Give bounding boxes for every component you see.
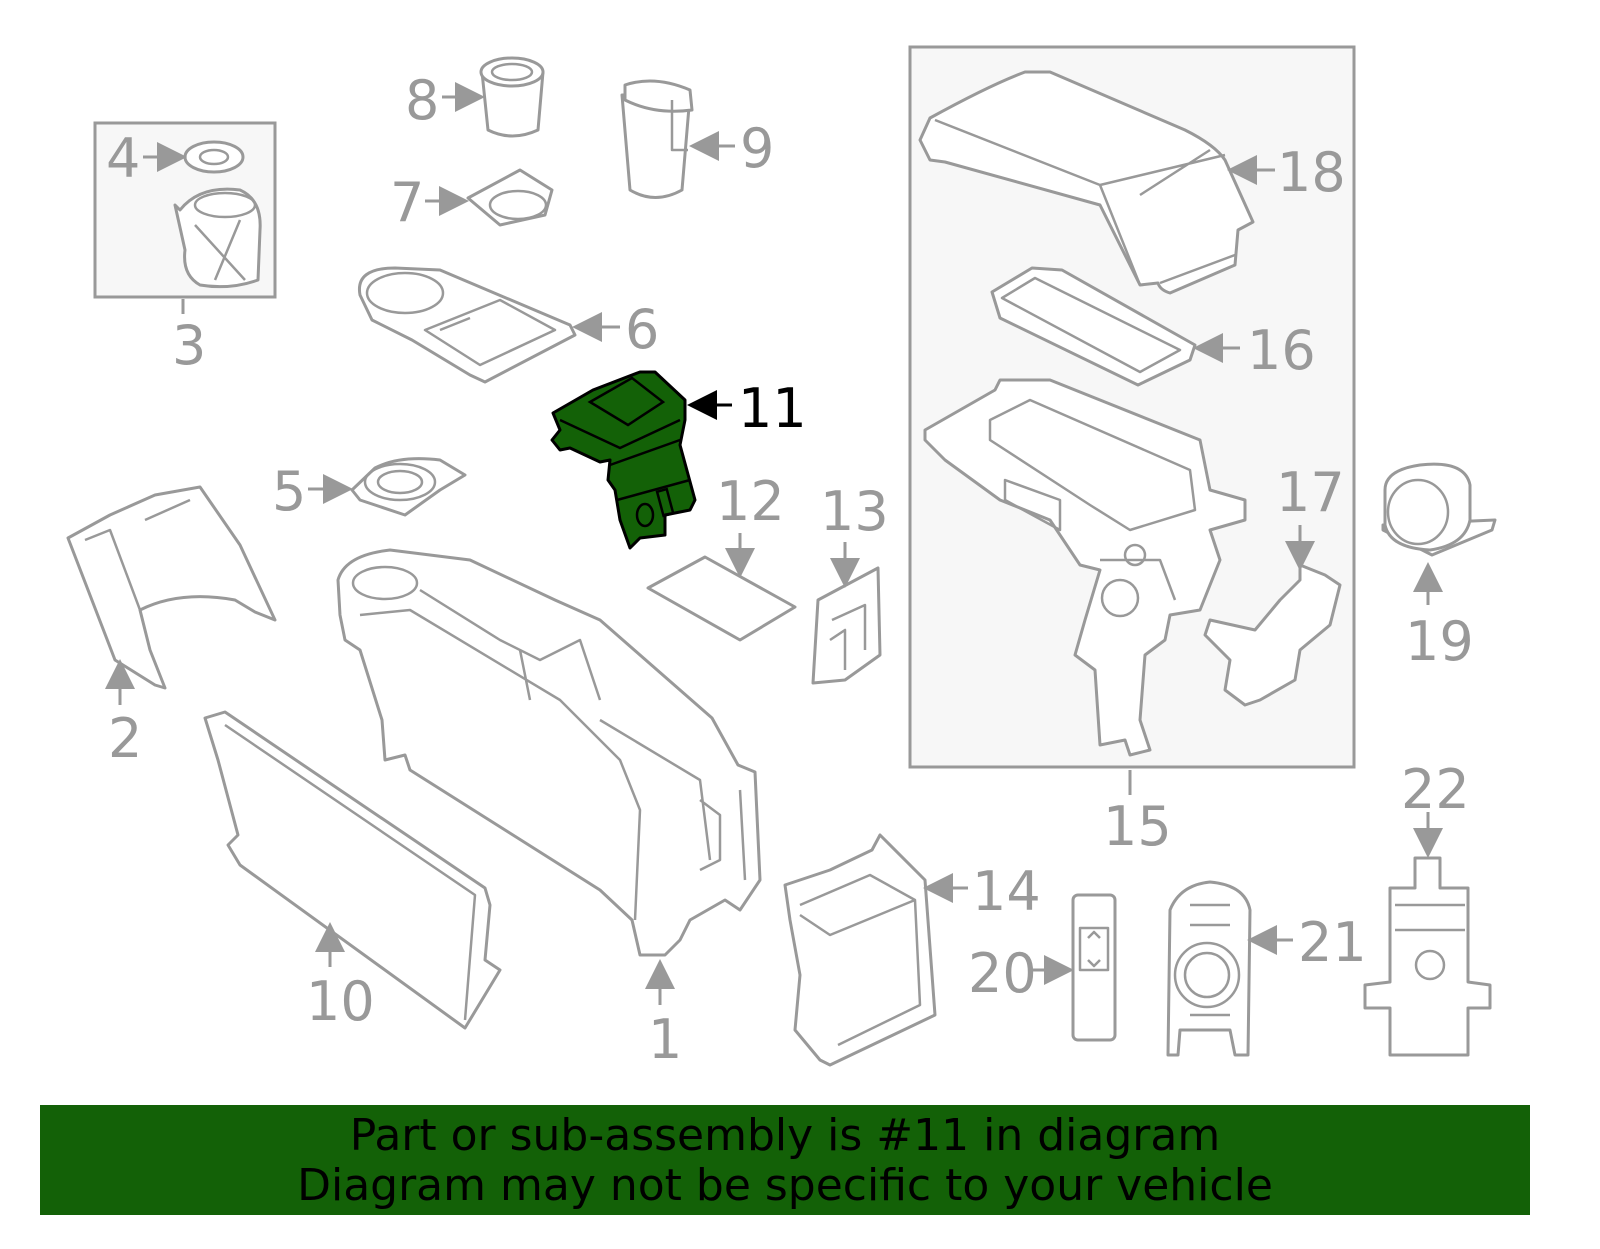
callout-13[interactable]: 13: [820, 480, 889, 543]
part-14[interactable]: [783, 833, 937, 1067]
banner-line-1: Part or sub-assembly is #11 in diagram: [349, 1110, 1221, 1161]
callout-7[interactable]: 7: [390, 171, 424, 234]
callout-5[interactable]: 5: [272, 460, 306, 523]
part-15[interactable]: [923, 378, 1247, 757]
part-5[interactable]: [350, 457, 467, 517]
callout-17[interactable]: 17: [1276, 461, 1345, 524]
part-4[interactable]: [183, 140, 245, 174]
part-7[interactable]: [466, 168, 554, 227]
part-6[interactable]: [357, 266, 577, 384]
part-8[interactable]: [479, 56, 545, 138]
part-13[interactable]: [811, 566, 882, 685]
part-16[interactable]: [990, 266, 1197, 387]
callout-21[interactable]: 21: [1298, 911, 1367, 974]
callout-3[interactable]: 3: [172, 314, 206, 377]
part-21[interactable]: [1166, 880, 1252, 1057]
part-19[interactable]: [1381, 462, 1497, 557]
callout-11[interactable]: 11: [738, 377, 807, 440]
callout-2[interactable]: 2: [108, 707, 142, 770]
part-10[interactable]: [203, 710, 502, 1030]
callout-9[interactable]: 9: [740, 117, 774, 180]
callout-22[interactable]: 22: [1401, 758, 1470, 821]
callout-8[interactable]: 8: [405, 69, 439, 132]
part-17[interactable]: [1203, 563, 1342, 707]
part-20[interactable]: [1071, 893, 1117, 1042]
part-1[interactable]: [336, 548, 762, 957]
callout-18[interactable]: 18: [1277, 141, 1346, 204]
part-9[interactable]: [620, 79, 694, 199]
callout-15[interactable]: 15: [1103, 795, 1172, 858]
part-11[interactable]: [550, 370, 697, 550]
part-3[interactable]: [173, 187, 262, 289]
callout-19[interactable]: 19: [1405, 610, 1474, 673]
part-12[interactable]: [646, 555, 797, 642]
callout-labels: 1 2 3 4 5 6 7 8 9 10 11 12 13 14 15 16 1…: [106, 69, 1474, 1071]
leader-lines: [105, 82, 1443, 1005]
callout-1[interactable]: 1: [648, 1008, 682, 1071]
part-22[interactable]: [1363, 856, 1492, 1057]
callout-20[interactable]: 20: [968, 942, 1037, 1005]
callout-16[interactable]: 16: [1247, 319, 1316, 382]
callout-14[interactable]: 14: [972, 860, 1041, 923]
callout-12[interactable]: 12: [716, 470, 785, 533]
part-18[interactable]: [918, 70, 1255, 295]
info-banner: Part or sub-assembly is #11 in diagram D…: [40, 1105, 1530, 1215]
callout-4[interactable]: 4: [106, 127, 140, 190]
part-2[interactable]: [66, 485, 277, 690]
callout-6[interactable]: 6: [625, 298, 659, 361]
banner-line-2: Diagram may not be specific to your vehi…: [297, 1160, 1273, 1211]
callout-10[interactable]: 10: [306, 970, 375, 1033]
